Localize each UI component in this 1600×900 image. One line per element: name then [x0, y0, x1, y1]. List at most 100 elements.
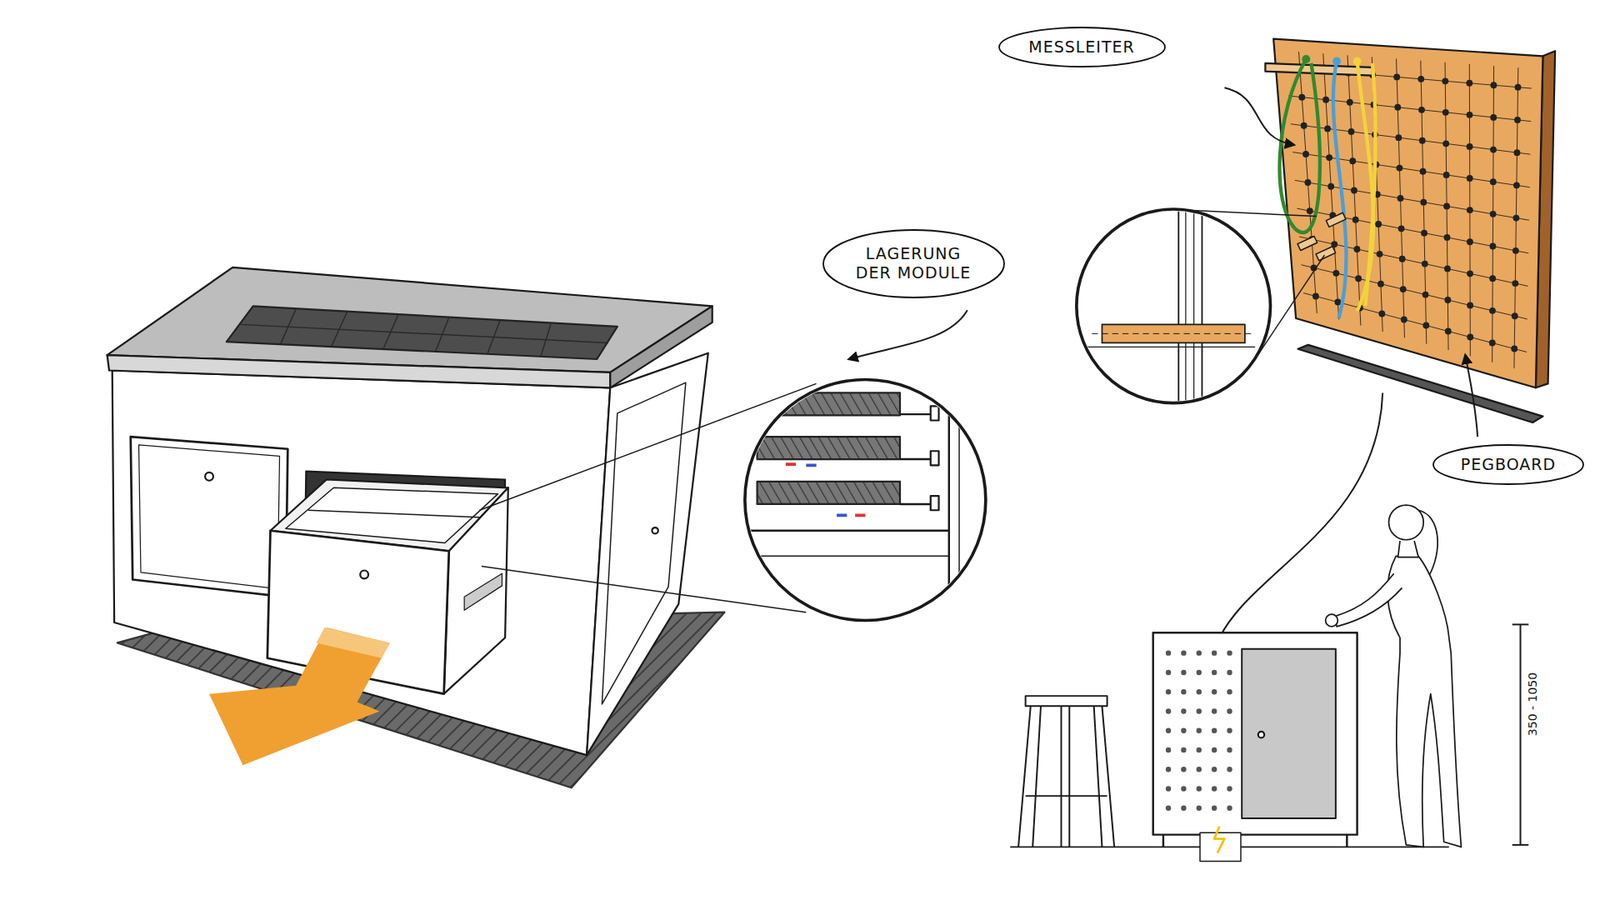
side-knob	[651, 527, 658, 534]
zoom-circle	[1076, 209, 1271, 404]
zoom-circle	[745, 380, 986, 621]
peg-hole	[1513, 181, 1520, 189]
peg-hole	[1180, 805, 1186, 811]
grid-line	[1288, 95, 1531, 122]
peg-hole	[1196, 805, 1202, 811]
callout-ellipse: MESSLEITER	[997, 25, 1167, 69]
peg-hole	[1420, 199, 1427, 206]
peg-hole	[1512, 215, 1520, 222]
peg-hole	[1375, 220, 1382, 228]
peg-hole	[1165, 650, 1171, 655]
peg-hole	[1376, 250, 1384, 258]
peg-hole	[1511, 312, 1519, 320]
peg-hole	[1334, 299, 1341, 306]
peg-hole	[1211, 747, 1217, 753]
callout-text: LAGERUNG DER MODULE	[855, 244, 972, 283]
peg-hole	[1397, 195, 1405, 202]
peg-hole	[1327, 183, 1335, 190]
peg-hole	[1196, 650, 1202, 655]
peg-hole	[1305, 179, 1312, 186]
grid-line	[1323, 53, 1340, 320]
peg-hole	[1514, 116, 1521, 124]
peg-hole	[1165, 805, 1171, 811]
peg-hole	[1490, 178, 1497, 185]
peg-hole	[1418, 106, 1425, 114]
cabinet-door	[130, 436, 289, 597]
top-side	[610, 305, 712, 388]
small-cabinet-door	[1241, 649, 1336, 819]
drawer-rail	[464, 573, 502, 610]
peg-hole	[1490, 210, 1497, 218]
peg-hole	[1515, 84, 1522, 91]
peg-hole	[1466, 334, 1474, 341]
peg-hole	[1466, 175, 1474, 182]
grid-line	[1292, 152, 1530, 188]
peg-hole	[1421, 260, 1429, 268]
peg-hole	[1420, 230, 1428, 237]
peg-hole	[1378, 310, 1385, 318]
peg-hole	[1443, 171, 1450, 179]
callout-leader	[849, 310, 968, 360]
peg-hole	[1348, 128, 1355, 135]
callout-leader	[1224, 87, 1294, 145]
peg-hole	[1180, 766, 1186, 772]
peg-hole	[1465, 80, 1473, 87]
peg-hole	[1211, 708, 1217, 714]
grid-line	[1290, 124, 1531, 155]
peg-hole	[1211, 766, 1217, 772]
peg-hole	[1489, 275, 1496, 282]
peg-hole	[1211, 689, 1217, 695]
peg-hole	[1442, 140, 1450, 147]
peg-hole	[1300, 122, 1308, 130]
small-cabinet	[1153, 632, 1358, 835]
peg-hole	[1196, 785, 1202, 791]
cabinet-door-inner	[139, 445, 280, 590]
cabinet-side	[586, 353, 709, 755]
peg-hole	[1211, 805, 1217, 811]
peg-hole	[1196, 766, 1202, 772]
peg-hole	[1346, 99, 1354, 106]
cabinet-side-door	[601, 382, 685, 705]
peg-hole	[1226, 728, 1232, 734]
peg-hole	[1350, 187, 1358, 195]
peg-hole	[1226, 708, 1232, 714]
peg-hole	[1165, 728, 1171, 734]
peg-hole	[1349, 157, 1356, 165]
grid-line	[1295, 180, 1530, 220]
peg-hole	[1332, 270, 1340, 277]
peg-hole	[1211, 785, 1217, 791]
peg-hole	[1511, 280, 1519, 287]
peg-hole	[1466, 301, 1474, 309]
peg-hole	[1180, 708, 1186, 714]
peg-hole	[1196, 747, 1202, 753]
peg-hole	[1165, 689, 1171, 695]
peg-hole	[1398, 225, 1405, 232]
peg-hole	[1489, 340, 1496, 347]
cabinet-holes	[1165, 650, 1233, 810]
zoom-content	[750, 392, 960, 612]
peg-hole	[1165, 785, 1171, 791]
peg-hole	[1466, 270, 1474, 277]
peg-hole	[1322, 96, 1330, 104]
peg-hole	[1180, 650, 1186, 655]
peg-hole	[1422, 322, 1430, 330]
peg-hole	[1312, 293, 1320, 300]
peg-hole	[1226, 805, 1232, 811]
stool	[1018, 695, 1115, 847]
peg-hole	[1444, 265, 1451, 273]
peg-hole	[1353, 245, 1360, 253]
peg-hole	[1355, 275, 1362, 282]
peg-hole	[1512, 247, 1520, 255]
peg-hole	[1444, 296, 1451, 304]
solar-inset	[226, 305, 618, 360]
peg-hole	[1180, 728, 1186, 734]
peg-hole	[1180, 785, 1186, 791]
peg-hole	[1325, 154, 1333, 161]
peg-hole	[1211, 650, 1217, 655]
measuring-leads	[1280, 59, 1376, 319]
peg-hole	[1400, 285, 1407, 293]
peg-hole	[1226, 766, 1232, 772]
floor-strip	[1298, 345, 1544, 423]
